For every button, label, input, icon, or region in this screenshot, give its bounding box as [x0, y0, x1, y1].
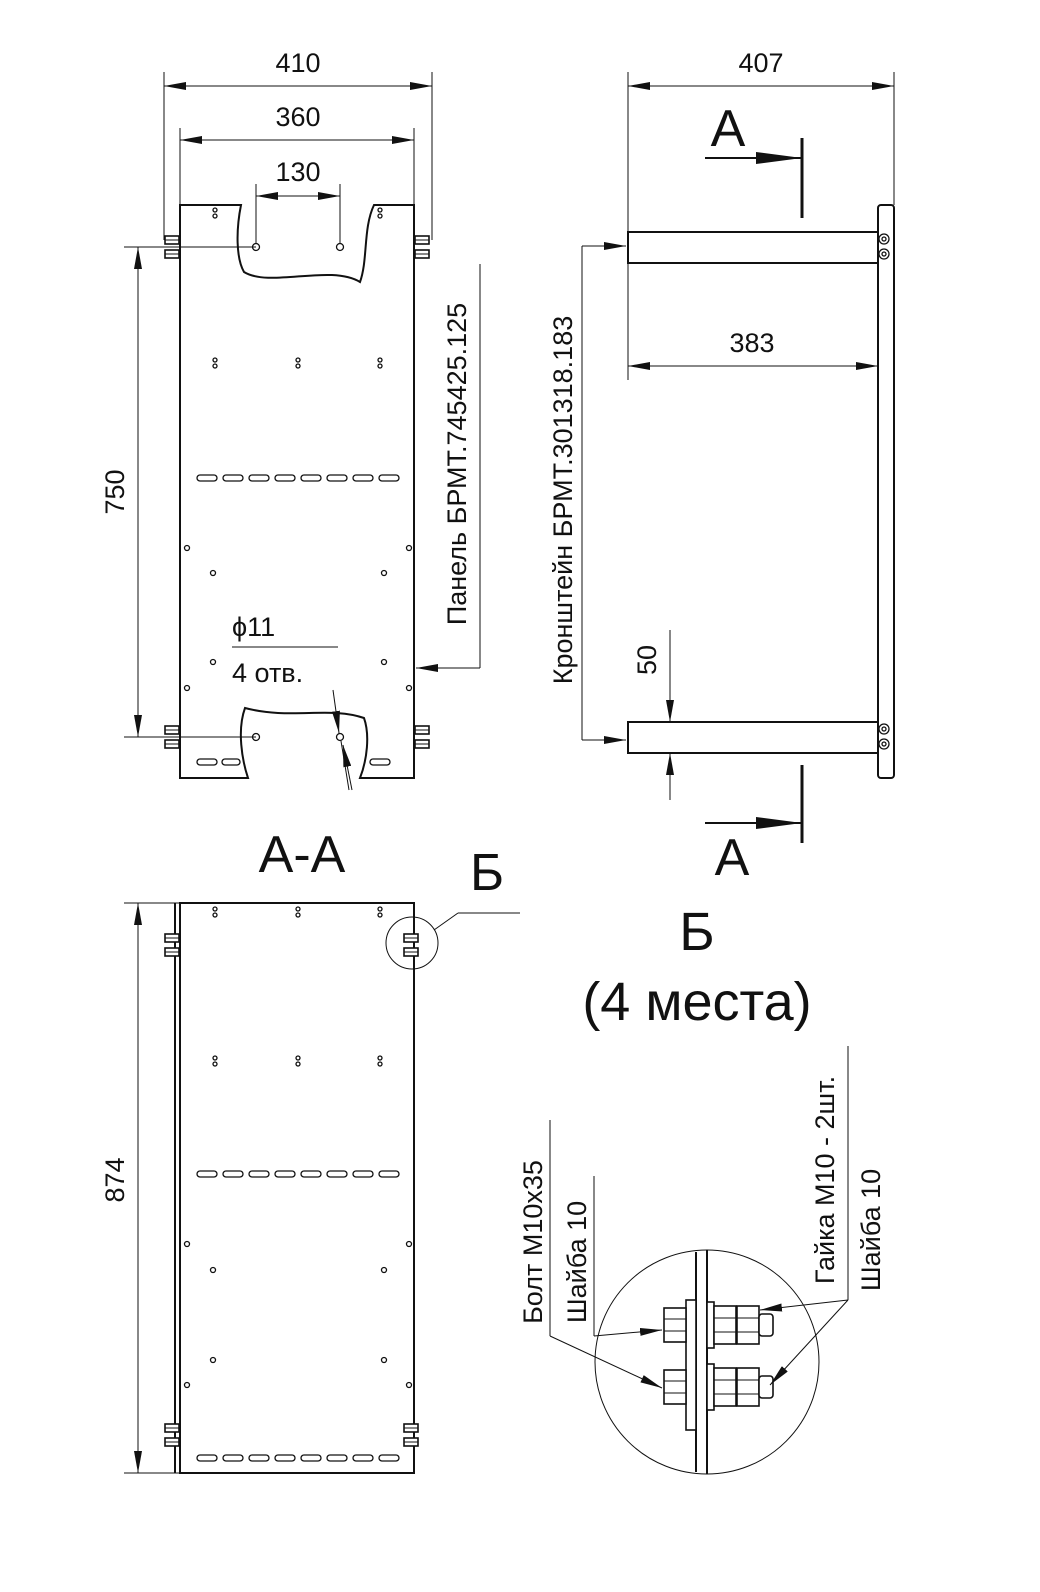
dim-383: 383 — [729, 328, 774, 358]
dim-130: 130 — [275, 157, 320, 187]
washer-right-label: Шайба 10 — [856, 1169, 886, 1291]
dim-407: 407 — [738, 48, 783, 78]
bolt-icon — [414, 235, 430, 259]
bracket-bottom — [627, 721, 879, 754]
bolt-icon — [164, 933, 180, 957]
nut-icon — [706, 1301, 774, 1411]
bolt-icon — [414, 725, 430, 749]
section-title: А-А — [259, 826, 346, 884]
panel-side — [877, 204, 895, 779]
detail-title: Б — [679, 902, 714, 962]
bracket-label: Кронштейн БРМТ.301318.183 — [548, 316, 578, 684]
detail-mark: Б — [470, 844, 504, 902]
detail-view: Б (4 места) — [518, 902, 886, 1475]
bolt-icon — [878, 233, 890, 750]
detail-circle — [385, 916, 439, 970]
panel-label: Панель БРМТ.745425.125 — [442, 303, 472, 625]
mount-hole — [335, 242, 345, 252]
hole-diameter: ϕ11 — [232, 612, 275, 642]
slot-row — [196, 1170, 400, 1178]
bolt-head-icon — [663, 1307, 687, 1405]
bolt-label: Болт М10х35 — [518, 1160, 548, 1324]
dim-750: 750 — [100, 469, 130, 514]
section-view: А-А Б — [100, 826, 520, 1474]
front-view: 410 360 130 750 ϕ11 4 отв. Панель БРМТ.7… — [100, 48, 481, 791]
detail-subtitle: (4 места) — [582, 972, 811, 1032]
slot-row — [196, 474, 400, 482]
washer-left-label: Шайба 10 — [562, 1201, 592, 1323]
mount-hole — [335, 732, 345, 742]
panel-outline — [179, 204, 415, 779]
dim-360: 360 — [275, 102, 320, 132]
section-mark-bottom: А — [715, 829, 750, 887]
slot-row — [196, 1454, 400, 1462]
section-panel — [179, 902, 415, 1474]
dim-50: 50 — [632, 645, 662, 675]
nut-label: Гайка М10 - 2шт. — [810, 1076, 840, 1284]
side-view: 407 383 50 Кронштейн БРМТ.301318.183 А А — [548, 48, 895, 887]
bolt-icon — [164, 1423, 180, 1447]
dim-410: 410 — [275, 48, 320, 78]
dim-874: 874 — [100, 1157, 130, 1202]
bracket-top — [627, 231, 879, 264]
section-mark-top: А — [711, 100, 746, 158]
washer-left — [685, 1299, 697, 1431]
hole-count: 4 отв. — [232, 658, 303, 688]
